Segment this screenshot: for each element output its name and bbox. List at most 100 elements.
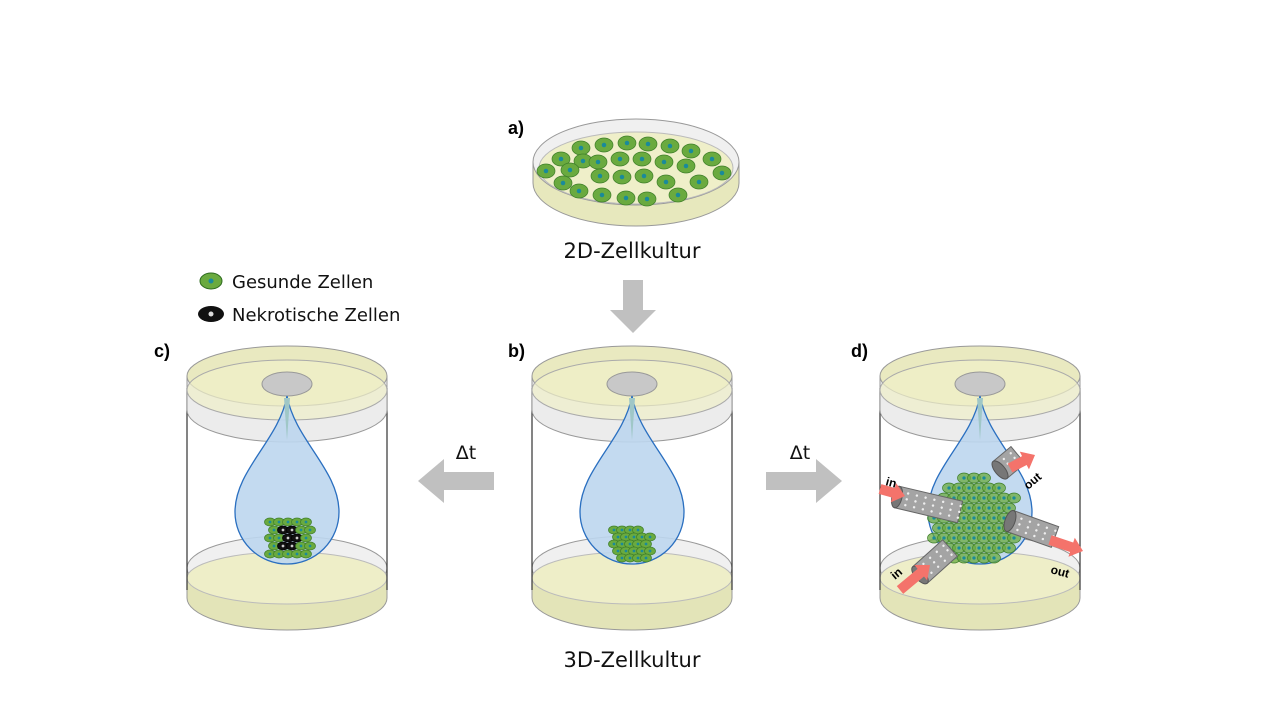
nucleus: [675, 192, 681, 198]
pore: [943, 559, 947, 562]
flow-in-top-arrow: [878, 483, 905, 503]
nucleus: [997, 486, 1001, 490]
nucleus: [558, 156, 564, 162]
time-step-left: Δt: [456, 442, 476, 464]
pore: [946, 549, 949, 552]
pore: [904, 503, 907, 507]
pore: [1013, 456, 1016, 460]
pore: [933, 498, 936, 501]
nucleus: [620, 556, 624, 560]
flow-arrow-shape: [896, 564, 930, 594]
lid-hole: [606, 371, 658, 397]
nucleus: [644, 196, 650, 202]
nucleus: [957, 546, 961, 550]
nucleus: [997, 546, 1001, 550]
arrow-right-icon: [766, 459, 842, 503]
nucleus: [962, 536, 966, 540]
label-b: b): [508, 341, 525, 361]
nucleus: [967, 526, 971, 530]
nucleus: [709, 156, 715, 162]
nucleus: [977, 546, 981, 550]
nucleus: [580, 158, 586, 164]
nucleus: [308, 544, 312, 548]
drop-neck: [977, 398, 983, 440]
pore: [1037, 523, 1040, 526]
tube-end: [991, 460, 1009, 480]
pore: [931, 504, 935, 507]
nucleus: [623, 195, 629, 201]
nucleus: [628, 542, 632, 546]
nucleus: [947, 486, 951, 490]
nucleus: [977, 486, 981, 490]
nucleus: [299, 528, 303, 532]
nucleus: [632, 549, 636, 553]
nucleus: [612, 528, 616, 532]
nucleus: [268, 552, 272, 556]
nucleus: [957, 526, 961, 530]
nucleus: [636, 542, 640, 546]
flow-arrow-shape: [878, 483, 905, 503]
pore: [942, 544, 945, 547]
nucleus: [616, 549, 620, 553]
pore: [928, 556, 932, 560]
label-a: a): [508, 118, 524, 138]
nucleus: [281, 544, 285, 548]
arrow-left-icon: [418, 459, 494, 503]
pore: [1045, 526, 1049, 529]
drop-neck: [629, 398, 635, 440]
nucleus: [1012, 536, 1016, 540]
lid-hole: [954, 371, 1006, 397]
nucleus: [578, 145, 584, 151]
nucleus: [977, 526, 981, 530]
nucleus: [624, 140, 630, 146]
nucleus: [992, 516, 996, 520]
nucleus: [982, 496, 986, 500]
nucleus: [624, 549, 628, 553]
flow-label-out-bottom: out: [1049, 562, 1071, 580]
nucleus: [645, 141, 651, 147]
nucleus: [967, 546, 971, 550]
pore: [947, 514, 951, 517]
nucleus: [937, 526, 941, 530]
pore: [956, 516, 960, 519]
nucleus: [644, 556, 648, 560]
tube-end: [1003, 510, 1017, 532]
tube-out-top: [991, 445, 1026, 480]
nucleus: [648, 535, 652, 539]
nucleus: [997, 506, 1001, 510]
label-c: c): [154, 341, 170, 361]
nucleus: [648, 549, 652, 553]
caption-3d-culture: 3D-Zellkultur: [564, 648, 701, 672]
nucleus: [688, 148, 694, 154]
hanging-drop: [234, 395, 340, 565]
petri-dish-2d: [532, 118, 740, 227]
pore: [930, 571, 933, 574]
legend: Gesunde Zellen Nekrotische Zellen: [198, 272, 400, 326]
nucleus: [543, 168, 549, 174]
nucleus: [972, 556, 976, 560]
pore: [1016, 528, 1019, 532]
nucleus: [982, 516, 986, 520]
pore: [914, 500, 917, 503]
pore: [924, 496, 927, 499]
nucleus: [683, 163, 689, 169]
nucleus: [982, 536, 986, 540]
nucleus: [281, 528, 285, 532]
nucleus: [1002, 536, 1006, 540]
nucleus: [286, 520, 290, 524]
nucleus: [942, 536, 946, 540]
nucleus: [640, 549, 644, 553]
pore: [941, 500, 945, 504]
pore: [1009, 452, 1012, 455]
nucleus: [997, 526, 1001, 530]
nucleus: [947, 526, 951, 530]
pore: [1026, 526, 1030, 529]
nucleus: [962, 556, 966, 560]
nucleus: [619, 174, 625, 180]
legend-healthy: Gesunde Zellen: [232, 272, 373, 293]
nucleus: [595, 159, 601, 165]
nucleus: [992, 556, 996, 560]
nucleus: [268, 536, 272, 540]
